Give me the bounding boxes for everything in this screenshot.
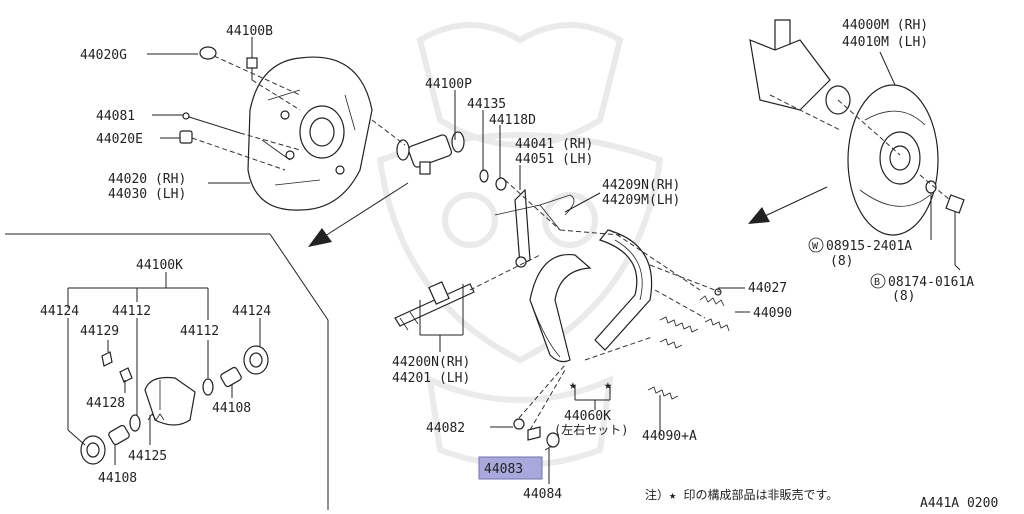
washer-44118d [495,177,507,191]
label-08915-qty: (8) [830,254,853,269]
label-44100p: 44100P [425,77,472,92]
brake-shoe-rear [594,229,653,351]
label-44125: 44125 [128,449,167,464]
cap-44129 [101,351,113,367]
boot-44124-right [243,345,269,375]
label-44020e: 44020E [96,132,143,147]
label-44129: 44129 [80,324,119,339]
label-44081: 44081 [96,109,135,124]
circle-b-icon: B [870,273,886,289]
label-44135: 44135 [467,97,506,112]
label-08174-qty: (8) [892,289,915,304]
arrow-right-assembly [748,186,828,224]
label-44000m: 44000M (RH) [842,18,928,33]
label-44060k-set: (左右セット) [554,422,628,437]
hub-assembly [749,19,851,115]
grommet-44020g [199,46,217,60]
label-08915: 08915-2401A [826,239,912,254]
leader-lines [5,37,961,510]
bleeder-44128 [119,367,133,383]
piston-44108-left [108,424,130,446]
pin-44081 [182,112,241,134]
label-44128: 44128 [86,396,125,411]
adjuster-44200n [394,281,475,331]
star-icon-rear: ★ [604,378,612,393]
retainer-44084 [546,432,560,448]
star-icon-front: ★ [569,378,577,393]
piston-44108-right [220,366,242,388]
wheel-cylinder-44100p [396,131,465,175]
label-44100b: 44100B [226,24,273,39]
label-44090: 44090 [753,306,792,321]
cup-44112-right [202,378,214,396]
circle-w-icon: W [808,237,824,253]
label-08174: 08174-0161A [888,275,974,290]
label-44118d: 44118D [489,113,536,128]
label-44041-rh: 44041 (RH) [515,137,593,152]
boot-44124-left [80,435,106,465]
spring-44083 [527,426,541,441]
label-44112-right: 44112 [180,324,219,339]
label-44201: 44201 (LH) [392,371,470,386]
label-44020g: 44020G [80,48,127,63]
diagram-code: A441A 0200 [920,496,998,510]
backing-plate [247,56,373,211]
label-44051-lh: 44051 (LH) [515,152,593,167]
bolt-08174 [945,194,965,265]
label-44112-left: 44112 [112,304,151,319]
label-44084: 44084 [523,487,562,502]
label-44209m: 44209M(LH) [602,193,680,208]
spring-44125 [147,413,165,421]
label-44108-left: 44108 [98,471,137,486]
label-44108-right: 44108 [212,401,251,416]
label-44083: 44083 [484,462,523,477]
label-44100k: 44100K [136,258,183,273]
bolt-44100b [246,57,258,80]
label-44020-rh: 44020 (RH) [108,172,186,187]
part-labels: 44020G 44100B 44081 44020E 44020 (RH) 44… [40,18,998,511]
label-44027: 44027 [748,281,787,296]
label-44209n: 44209N(RH) [602,178,680,193]
cup-44112-left [129,414,141,432]
label-44030-lh: 44030 (LH) [108,187,186,202]
label-44124-left: 44124 [40,304,79,319]
brake-drum-backing [847,84,939,236]
label-44010m: 44010M (LH) [842,35,928,50]
spring-44027 [699,288,725,307]
label-44060k: 44060K [564,409,611,424]
pin-44082 [513,418,525,430]
label-44090a: 44090+A [642,429,697,444]
label-44200n: 44200N(RH) [392,355,470,370]
label-44082: 44082 [426,421,465,436]
label-44124-right: 44124 [232,304,271,319]
footnote: 注）★ 印の構成部品は非販売です。 [645,487,838,502]
clip-44135 [479,169,489,183]
nut-44020e [179,130,193,144]
spring-44090a [647,338,683,400]
cylinder-body [144,376,196,426]
circle-w-letter: W [812,241,819,252]
part-highlight-44083 [478,456,543,480]
brake-shoe-front [529,253,592,363]
circle-b-letter: B [874,277,880,288]
spring-44090 [659,316,730,333]
arrow-left-assembly [308,182,409,247]
